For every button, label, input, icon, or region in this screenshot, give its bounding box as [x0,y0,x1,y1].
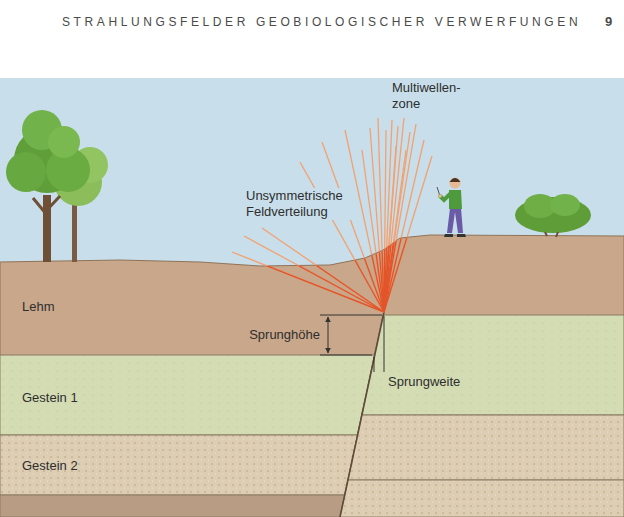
dowser-figure [437,178,466,238]
radiation-line [384,146,396,312]
zone-label: Multiwellen- zone [390,80,476,112]
dowser-figure-part [438,194,442,198]
trees-part [48,126,80,158]
radiation-line [378,118,384,312]
page-margin [0,0,624,78]
radiation-line [384,124,416,312]
layer-label: Gestein 1 [22,390,78,406]
rock-layer-1 [0,355,375,435]
bush-part [550,194,580,216]
page-header: STRAHLUNGSFELDER GEOBIOLOGISCHER VERWERF… [62,15,581,29]
radiation-line [384,132,410,312]
radiation-lines-ground [232,118,432,312]
trees [6,110,108,262]
radiation-line [262,228,384,312]
radiation-line [384,156,432,312]
rock-layer-2 [0,435,358,495]
trees-part [72,200,77,262]
radiation-lines [232,118,432,312]
field-label: Unsymmetrische Feldverteilung [244,188,352,220]
radiation-line [384,132,410,312]
bush-part [545,232,558,237]
radiation-line [322,142,384,312]
dowser-figure-part [450,178,461,189]
dowser-figure-part [447,208,463,233]
heave-dimension-part [374,316,384,372]
throw-dimension-part [320,315,382,355]
dowser-figure-part [444,234,466,237]
radiation-line [384,140,424,312]
fault-line [340,312,384,517]
trees-part [6,152,46,192]
radiation-line [232,252,384,312]
radiation-line [384,150,406,312]
layer-label: Gestein 2 [22,458,78,474]
radiation-line [345,130,384,312]
radiation-line [384,150,406,312]
layer-label: Lehm [22,299,55,315]
radiation-line [362,150,384,312]
bush [515,194,591,237]
rock-layer-1 [362,315,624,415]
radiation-line [384,156,432,312]
dowser-figure-part [450,178,461,182]
radiation-line [262,228,384,312]
heave-dimension [374,316,384,372]
dimension-label: Sprunghöhe [249,327,320,343]
radiation-line [378,118,384,312]
radiation-line [370,128,384,312]
radiation-line [370,128,384,312]
radiation-line [384,140,424,312]
deep-layer [0,495,345,517]
deep-layer [340,480,624,517]
radiation-line [300,162,384,312]
radiation-line [384,124,416,312]
radiation-line [384,118,404,312]
throw-dimension [320,315,382,355]
loam-layer [0,235,624,517]
rock-layer-2 [348,415,624,480]
page-number: 9 [605,15,612,29]
radiation-line [345,130,384,312]
dimension-label: Sprungweite [388,374,460,390]
radiation-line [232,252,384,312]
trees-part [33,196,60,215]
throw-dimension-part [328,317,329,353]
